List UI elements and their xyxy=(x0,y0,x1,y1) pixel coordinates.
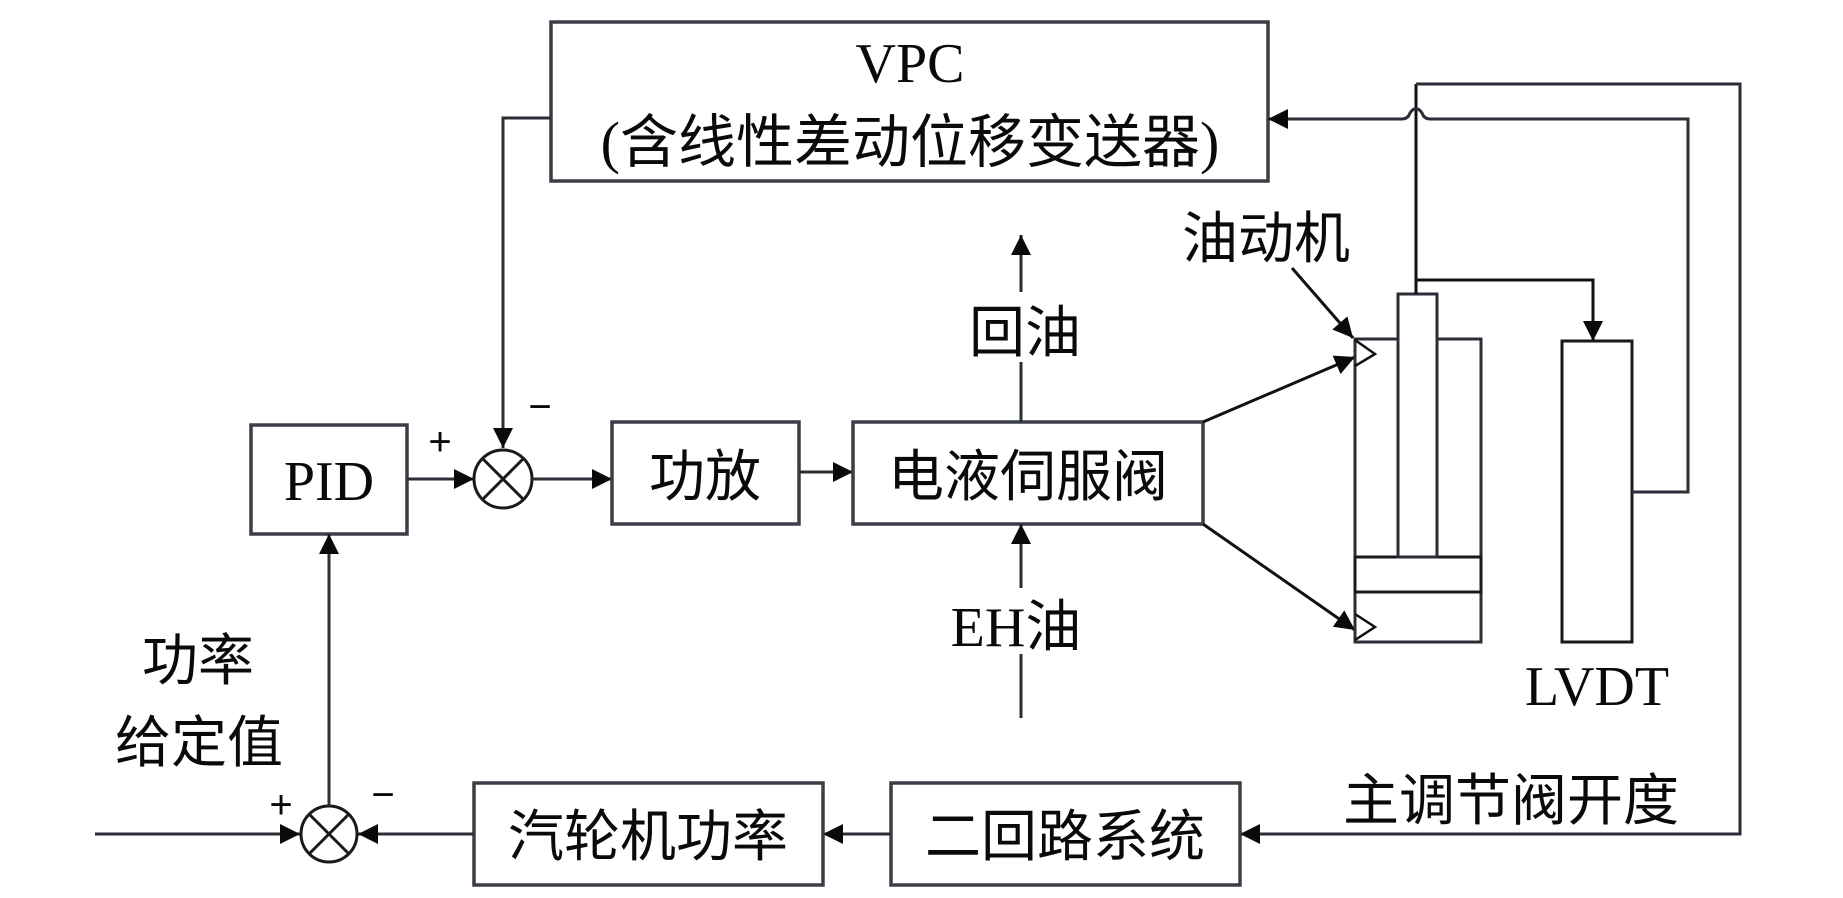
secondary-loop-label: 二回路系统 xyxy=(925,807,1205,869)
secondary-loop-block[interactable]: 二回路系统 xyxy=(889,781,1242,887)
vpc-subtitle: (含线性差动位移变送器) xyxy=(601,110,1220,175)
valve-opening-line xyxy=(1240,82,1742,844)
vpc-block[interactable]: VPC (含线性差动位移变送器) xyxy=(549,20,1270,183)
upper-summing-junction xyxy=(472,448,534,510)
lvdt-label: LVDT xyxy=(1525,656,1669,718)
lower-summing-junction xyxy=(299,804,359,864)
valve-to-upper-port-line xyxy=(1202,355,1356,424)
lower-junction-minus-sign: − xyxy=(371,773,394,817)
servo-valve-label: 电液伺服阀 xyxy=(888,447,1168,509)
valve-opening-label: 主调节阀开度 xyxy=(1343,771,1679,833)
upper-junction-plus-sign: + xyxy=(428,420,451,464)
power-setpoint-label-line1: 功率 xyxy=(142,631,254,693)
turbine-power-label: 汽轮机功率 xyxy=(508,807,788,869)
vpc-title: VPC xyxy=(856,33,965,95)
actuator-label: 油动机 xyxy=(1182,209,1350,271)
upper-junction-minus-sign: − xyxy=(528,385,551,429)
vpc-feedback-line xyxy=(493,116,551,448)
eh-oil-label: EH油 xyxy=(951,597,1082,659)
valve-to-lower-port-line xyxy=(1202,522,1356,632)
pid-label: PID xyxy=(284,451,374,513)
lower-port-icon xyxy=(1354,612,1378,642)
lvdt-block[interactable] xyxy=(1560,339,1634,644)
actuator-pointer-line xyxy=(1290,267,1355,339)
return-oil-label: 回油 xyxy=(969,303,1081,365)
actuator-cylinder[interactable] xyxy=(1353,292,1483,644)
lvdt-to-vpc-line xyxy=(1268,107,1690,494)
amplifier-block[interactable]: 功放 xyxy=(610,420,801,526)
upper-port-icon xyxy=(1354,338,1378,368)
servo-valve-block[interactable]: 电液伺服阀 xyxy=(851,420,1205,526)
pid-block[interactable]: PID xyxy=(249,423,409,536)
amplifier-label: 功放 xyxy=(649,447,761,509)
turbine-power-block[interactable]: 汽轮机功率 xyxy=(472,781,825,887)
rod-to-lvdt-line xyxy=(1416,278,1603,341)
power-setpoint-label-line2: 给定值 xyxy=(115,713,283,775)
lower-junction-plus-sign: + xyxy=(269,783,292,827)
